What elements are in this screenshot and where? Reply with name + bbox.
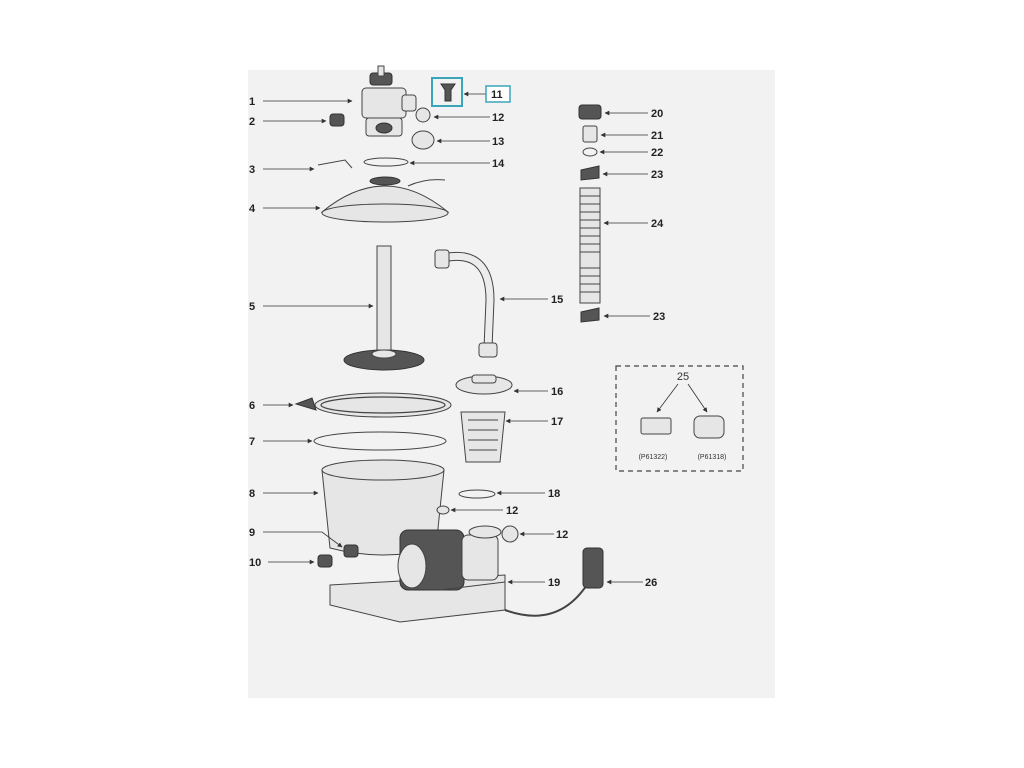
part-23b-clamp [580,307,600,323]
part-5-laterals [343,245,425,371]
part-23a-clamp [580,165,600,181]
callout-3: 3 [249,164,255,176]
callout-13: 13 [492,136,504,148]
part-6-tank-clamp [314,392,452,418]
inset-code-left: (P61322) [639,454,668,461]
callout-15: 15 [551,294,563,306]
callout-24: 24 [651,218,664,230]
part-14-o-ring [363,157,409,167]
callout-22: 22 [651,147,663,159]
callout-23-bottom: 23 [653,311,665,323]
callout-26: 26 [645,577,657,589]
callout-17: 17 [551,416,563,428]
part-13-cap [411,130,435,150]
callout-19: 19 [548,577,560,589]
part-12-ring [415,107,431,123]
part-20-nut [578,104,602,120]
part-21-adapter [582,125,598,143]
callout-18: 18 [548,488,560,500]
part-10-drain-cap [317,554,333,568]
callout-4: 4 [249,203,256,215]
inset-border [615,365,744,472]
part-multiport-valve [361,65,417,137]
callout-7: 7 [249,436,255,448]
inset-fitting-right [693,415,725,439]
callout-20: 20 [651,108,663,120]
callout-21: 21 [651,130,663,142]
callout-9: 9 [249,527,255,539]
part-2-plug [329,113,345,127]
part-26-power-plug [504,547,604,617]
callout-8: 8 [249,488,255,500]
part-25-inset: 25 (P61322) (P61318) [615,365,744,472]
inset-fitting-left [640,417,672,435]
callout-12-top: 12 [492,112,504,124]
callout-5: 5 [249,301,255,313]
callout-14: 14 [492,158,505,170]
callout-12-mid: 12 [506,505,518,517]
callout-12-lower: 12 [556,529,568,541]
callout-11: 11 [491,89,503,101]
part-19-pump-base [329,525,506,623]
part-12b-ring [436,505,450,515]
callout-23-top: 23 [651,169,663,181]
part-7-o-ring [313,431,447,451]
part-6-clamp-knob [294,397,317,411]
part-4-dome [320,176,450,223]
callout-16: 16 [551,386,563,398]
part-16-strainer-cover [455,374,513,395]
callout-2: 2 [249,116,255,128]
callout-6: 6 [249,400,255,412]
part-22-washer [582,147,598,157]
part-24-hose [579,187,601,304]
part-17-strainer-basket [460,411,506,463]
inset-label: 25 [677,371,689,383]
callout-1: 1 [249,96,255,108]
part-11-screw [431,77,463,107]
inset-code-right: (P61318) [698,454,727,461]
callout-10: 10 [249,557,261,569]
part-9-drain [343,544,359,558]
callout-11-frame [485,85,511,103]
part-15-hose [434,249,498,358]
part-18-o-ring [458,489,496,499]
part-3-clip [317,159,353,169]
part-12c-ring [501,525,519,543]
highlight-box [431,77,463,107]
